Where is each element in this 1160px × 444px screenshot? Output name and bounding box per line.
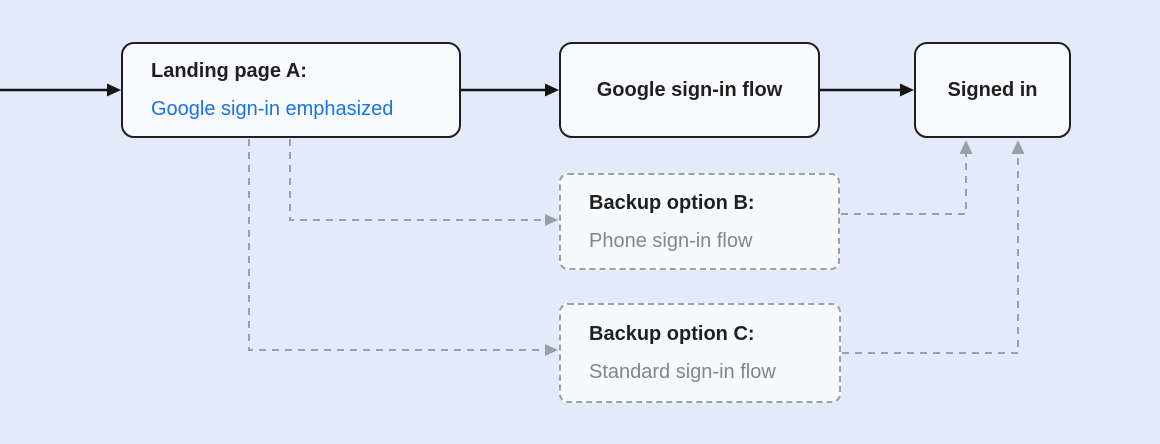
backup-option-c-title: Backup option C: (589, 323, 755, 345)
edge-landing-to-backup-c (248, 139, 558, 356)
node-backup-option-b: Backup option B: Phone sign-in flow (559, 173, 840, 270)
node-landing-page-a: Landing page A: Google sign-in emphasize… (121, 42, 461, 138)
backup-option-c-subtitle: Standard sign-in flow (589, 361, 776, 383)
signed-in-label: Signed in (947, 79, 1038, 101)
edge-landing-to-backup-b (289, 139, 558, 226)
edge-backup-b-to-signed-in (841, 140, 973, 215)
backup-option-b-title: Backup option B: (589, 191, 755, 214)
google-sign-in-flow-label: Google sign-in flow (596, 79, 783, 101)
node-signed-in: Signed in (914, 42, 1071, 138)
landing-page-a-title: Landing page A: (151, 60, 307, 82)
backup-option-b-subtitle: Phone sign-in flow (589, 229, 753, 252)
landing-page-a-subtitle: Google sign-in emphasized (151, 98, 394, 120)
node-backup-option-c: Backup option C: Standard sign-in flow (559, 303, 841, 403)
edge-landing-to-google-flow (461, 83, 559, 97)
node-google-sign-in-flow: Google sign-in flow (559, 42, 820, 138)
edge-start-to-landing (0, 83, 121, 97)
edge-backup-c-to-signed-in (842, 140, 1025, 354)
edge-google-flow-to-signed-in (820, 83, 914, 97)
